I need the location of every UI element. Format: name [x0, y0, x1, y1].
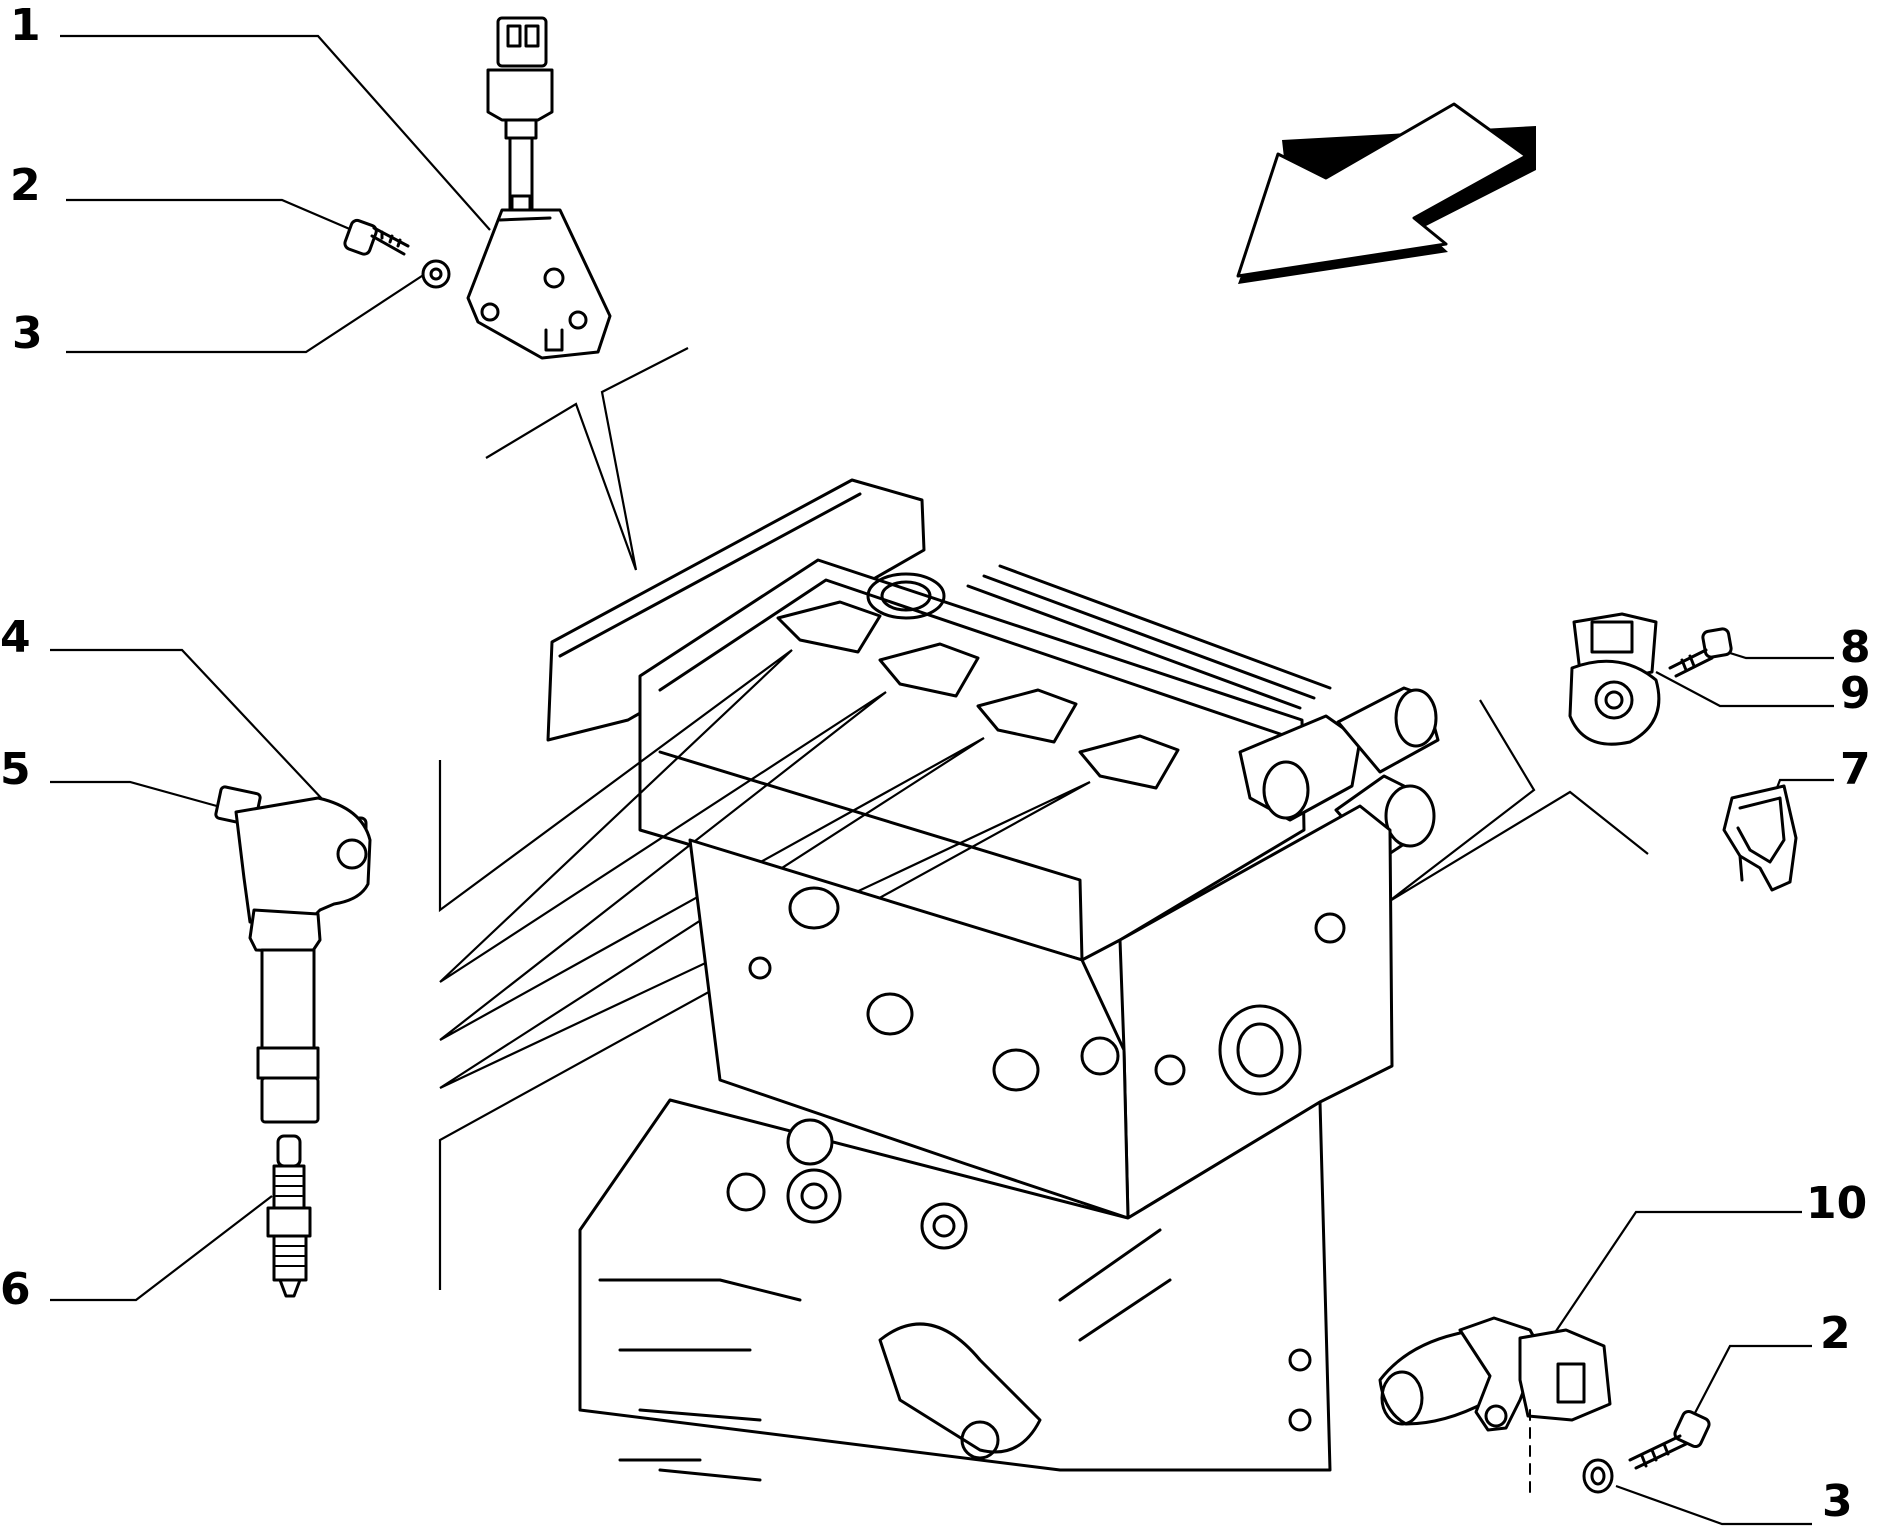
callout-6: 6	[0, 1264, 31, 1315]
part-10-position-sensor	[1378, 1316, 1612, 1501]
callout-9: 9	[1840, 668, 1871, 719]
callout-10: 10	[1806, 1178, 1867, 1229]
callout-1: 1	[10, 0, 41, 51]
callout-7: 7	[1840, 744, 1871, 795]
callout-5: 5	[0, 744, 31, 795]
part-1-sensor-with-cable	[466, 16, 612, 360]
callout-2-top: 2	[10, 160, 41, 211]
part-7-clip	[1722, 784, 1798, 892]
part-6-spark-plug	[266, 1134, 312, 1298]
part-3-washer-bottom	[1582, 1458, 1614, 1494]
part-2-screw-top	[343, 218, 410, 256]
callout-4: 4	[0, 612, 31, 663]
part-8-screw	[1668, 627, 1733, 678]
callout-3-bottom: 3	[1822, 1476, 1853, 1526]
part-3-washer-top	[421, 259, 451, 289]
direction-arrow	[1236, 102, 1536, 284]
callout-2-bottom: 2	[1820, 1308, 1851, 1359]
engine-block-illustration	[438, 347, 1649, 1482]
callout-3-top: 3	[12, 308, 43, 359]
part-2-screw-bottom	[1628, 1409, 1711, 1470]
part-9-knock-sensor	[1568, 612, 1661, 746]
part-5-ignition-coil	[214, 785, 372, 1124]
callout-8: 8	[1840, 622, 1871, 673]
